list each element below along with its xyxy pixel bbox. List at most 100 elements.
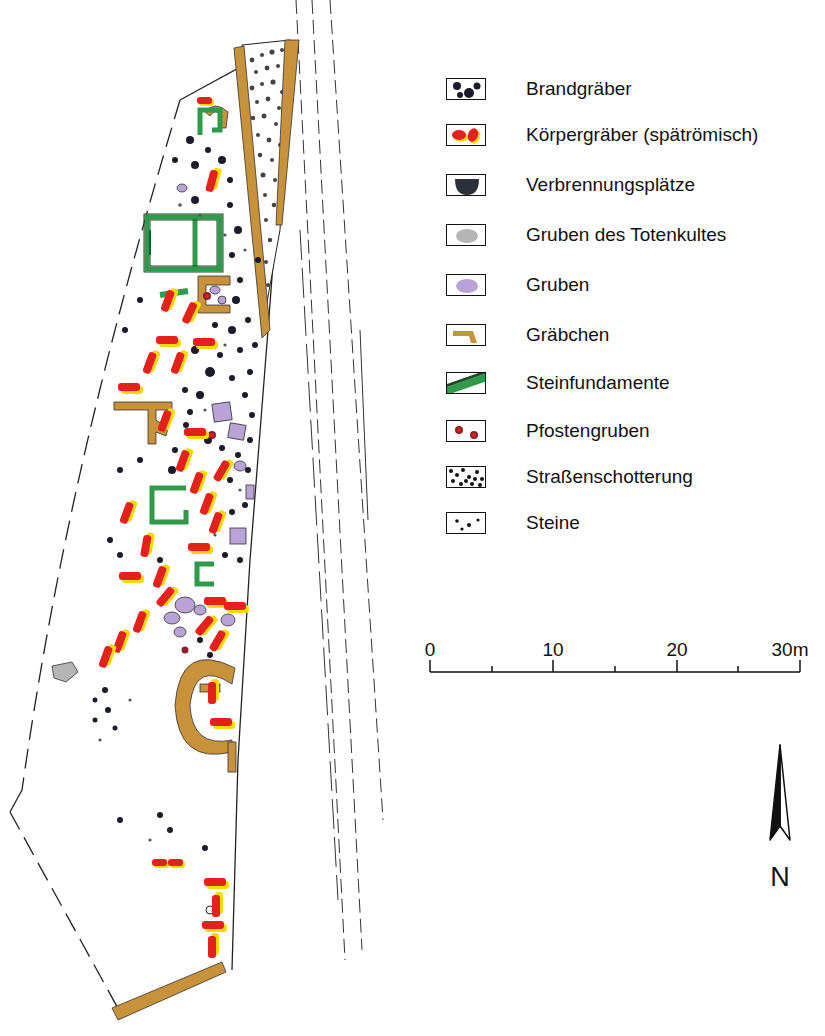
cremation-graves <box>113 726 118 731</box>
legend-swatch <box>464 88 474 98</box>
stone-foundations <box>197 564 214 584</box>
cremation-graves <box>186 136 194 144</box>
stones <box>223 233 226 236</box>
scale-bar <box>430 660 800 672</box>
inhumation-graves <box>155 583 179 609</box>
legend-swatch <box>447 175 486 196</box>
legend-text: Gräbchen <box>526 324 609 346</box>
cremation-graves <box>218 156 226 164</box>
stones <box>198 213 201 216</box>
stones <box>128 698 131 701</box>
pits <box>234 461 246 471</box>
legend-swatch <box>457 92 463 98</box>
cremation-graves <box>207 652 213 658</box>
legend-text: Brandgräber <box>526 78 632 100</box>
road-gravel <box>261 173 266 178</box>
cremation-graves <box>137 297 143 303</box>
post-holes <box>210 433 214 437</box>
legend-swatch <box>446 512 486 534</box>
cremation-graves <box>167 827 173 833</box>
inhumation-graves <box>119 498 138 525</box>
stones <box>203 408 206 411</box>
stones <box>243 248 246 251</box>
post-holes <box>205 294 209 298</box>
scale-number: 10 <box>542 638 563 661</box>
inhumation-graves <box>142 348 161 375</box>
legend-swatch <box>446 174 486 196</box>
cremation-graves <box>205 367 215 377</box>
road-gravel <box>264 260 268 264</box>
legend-swatch <box>452 130 466 140</box>
cremation-graves <box>237 557 243 563</box>
scale-bar <box>429 660 431 672</box>
legend-text: Verbrennungsplätze <box>526 174 695 196</box>
cremation-graves <box>252 342 258 348</box>
inhumation-graves <box>140 532 155 559</box>
legend-swatch <box>459 482 463 486</box>
cremation-graves <box>105 707 111 713</box>
cremation-graves <box>229 375 235 381</box>
pits <box>175 597 195 613</box>
pits <box>194 605 206 615</box>
cremation-graves <box>227 202 233 208</box>
post-holes <box>208 431 216 439</box>
cremation-graves <box>168 466 176 474</box>
inhumation-graves <box>156 336 181 347</box>
road-gravel <box>277 106 281 110</box>
inhumation-graves <box>205 166 222 193</box>
ditches <box>228 742 236 772</box>
legend-swatch <box>455 473 459 477</box>
inhumation-graves <box>202 921 227 932</box>
cult-pit <box>52 662 78 682</box>
cremation-graves <box>229 252 235 258</box>
pits <box>210 286 220 294</box>
road-lines <box>360 330 368 520</box>
cremation-graves <box>182 387 188 393</box>
road-gravel <box>270 158 274 162</box>
legend-swatch <box>460 527 463 530</box>
stones <box>178 203 182 207</box>
road-gravel <box>272 203 277 208</box>
legend-swatch <box>478 483 482 487</box>
road-gravel <box>262 114 267 119</box>
legend-swatch <box>447 225 486 246</box>
north-arrow <box>770 745 780 840</box>
inhumation-graves <box>118 383 143 394</box>
ditches <box>112 40 299 1020</box>
legend-swatch <box>446 466 486 488</box>
cremation-graves <box>117 467 123 473</box>
road-gravel <box>258 153 263 158</box>
road-gravel <box>276 64 280 68</box>
legend-swatch <box>446 78 486 100</box>
legend-text: Steine <box>526 512 580 534</box>
inhumation-graves <box>209 627 231 654</box>
legend-text: Steinfundamente <box>526 372 670 394</box>
road-gravel <box>263 193 267 197</box>
cremation-graves <box>217 352 223 358</box>
legend-swatch <box>447 79 486 100</box>
inhumation-graves <box>168 859 185 868</box>
inhumation-graves <box>208 508 227 535</box>
legend-swatch <box>461 468 465 472</box>
cremation-graves <box>235 452 241 458</box>
stones <box>238 488 241 491</box>
cremation-graves <box>196 391 204 399</box>
cremation-graves <box>191 161 199 169</box>
cremation-graves <box>205 147 211 153</box>
inhumation-graves <box>197 97 214 106</box>
cremation-graves <box>122 327 128 333</box>
cremation-graves <box>229 509 235 515</box>
cremation-graves <box>247 437 253 443</box>
inhumation-graves <box>210 718 235 729</box>
legend-swatch <box>447 513 486 534</box>
legend-text: Körpergräber (spätrömisch) <box>526 124 758 146</box>
road-gravel <box>280 48 284 52</box>
cremation-graves <box>242 392 248 398</box>
cremation-graves <box>228 326 236 334</box>
legend-swatch <box>470 482 474 486</box>
scale-bar <box>676 660 678 672</box>
cremation-graves <box>247 369 253 375</box>
pits <box>164 612 180 624</box>
legend-swatch <box>467 523 471 527</box>
